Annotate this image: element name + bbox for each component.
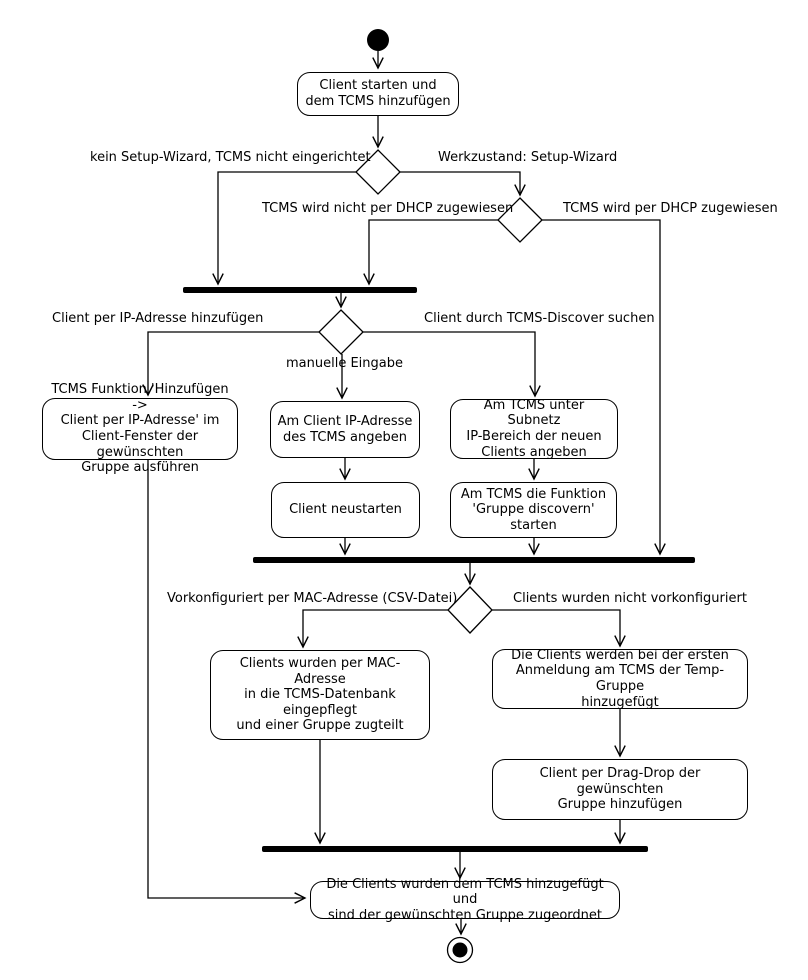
edge-no-dhcp: [369, 219, 498, 284]
activity-gruppe-discovern: Am TCMS die Funktion 'Gruppe discovern' …: [450, 482, 617, 538]
edge-nicht-vorkonfiguriert: [492, 609, 620, 646]
edge-per-ip: [148, 331, 319, 395]
activity-drag-drop: Client per Drag-Drop der gewünschten Gru…: [492, 759, 748, 820]
sync-bar-2: [253, 557, 695, 563]
activity-clients-mac: Clients wurden per MAC-Adresse in die TC…: [210, 650, 430, 740]
activity-final-result: Die Clients wurden dem TCMS hinzugefügt …: [310, 877, 620, 923]
edge-discover: [363, 331, 535, 396]
label-discover: Client durch TCMS-Discover suchen: [424, 311, 655, 326]
activity-clients-temp-gruppe: Die Clients werden bei der ersten Anmeld…: [492, 648, 748, 710]
activity-am-tcms-subnetz: Am TCMS unter Subnetz IP-Bereich der neu…: [450, 398, 618, 460]
label-per-ip: Client per IP-Adresse hinzufügen: [52, 311, 264, 326]
activity-am-client-ip: Am Client IP-Adresse des TCMS angeben: [270, 401, 420, 458]
final-node-inner: [452, 942, 468, 958]
edge-vorkonfiguriert: [303, 609, 448, 647]
label-nicht-vorkonfiguriert: Clients wurden nicht vorkonfiguriert: [513, 591, 747, 606]
edge-no-setup-wizard: [218, 171, 356, 284]
activity-client-neustarten: Client neustarten: [271, 482, 420, 538]
decision-add-method: [318, 309, 364, 355]
sync-bar-1: [183, 287, 417, 293]
activity-tcms-funktion-hinzufuegen: TCMS Funktion 'Hinzufügen -> Client per …: [42, 382, 238, 475]
label-kein-setup-wizard: kein Setup-Wizard, TCMS nicht eingericht…: [90, 150, 371, 165]
label-vorkonfiguriert: Vorkonfiguriert per MAC-Adresse (CSV-Dat…: [167, 591, 458, 606]
label-manuelle-eingabe: manuelle Eingabe: [286, 356, 403, 371]
decision-vorkonfiguriert: [447, 586, 493, 634]
initial-node: [367, 29, 389, 51]
decision-dhcp: [497, 197, 543, 243]
label-werkzustand: Werkzustand: Setup-Wizard: [438, 150, 618, 165]
label-dhcp-nicht: TCMS wird nicht per DHCP zugewiesen: [262, 201, 514, 216]
activity-client-starten: Client starten und dem TCMS hinzufügen: [297, 72, 459, 116]
label-dhcp: TCMS wird per DHCP zugewiesen: [563, 201, 778, 216]
edge-left-to-final: [147, 460, 305, 898]
sync-bar-3: [262, 846, 648, 852]
edge-dhcp: [542, 219, 660, 554]
decision-setup-wizard: [355, 149, 401, 195]
edge-werkzustand: [400, 171, 520, 195]
